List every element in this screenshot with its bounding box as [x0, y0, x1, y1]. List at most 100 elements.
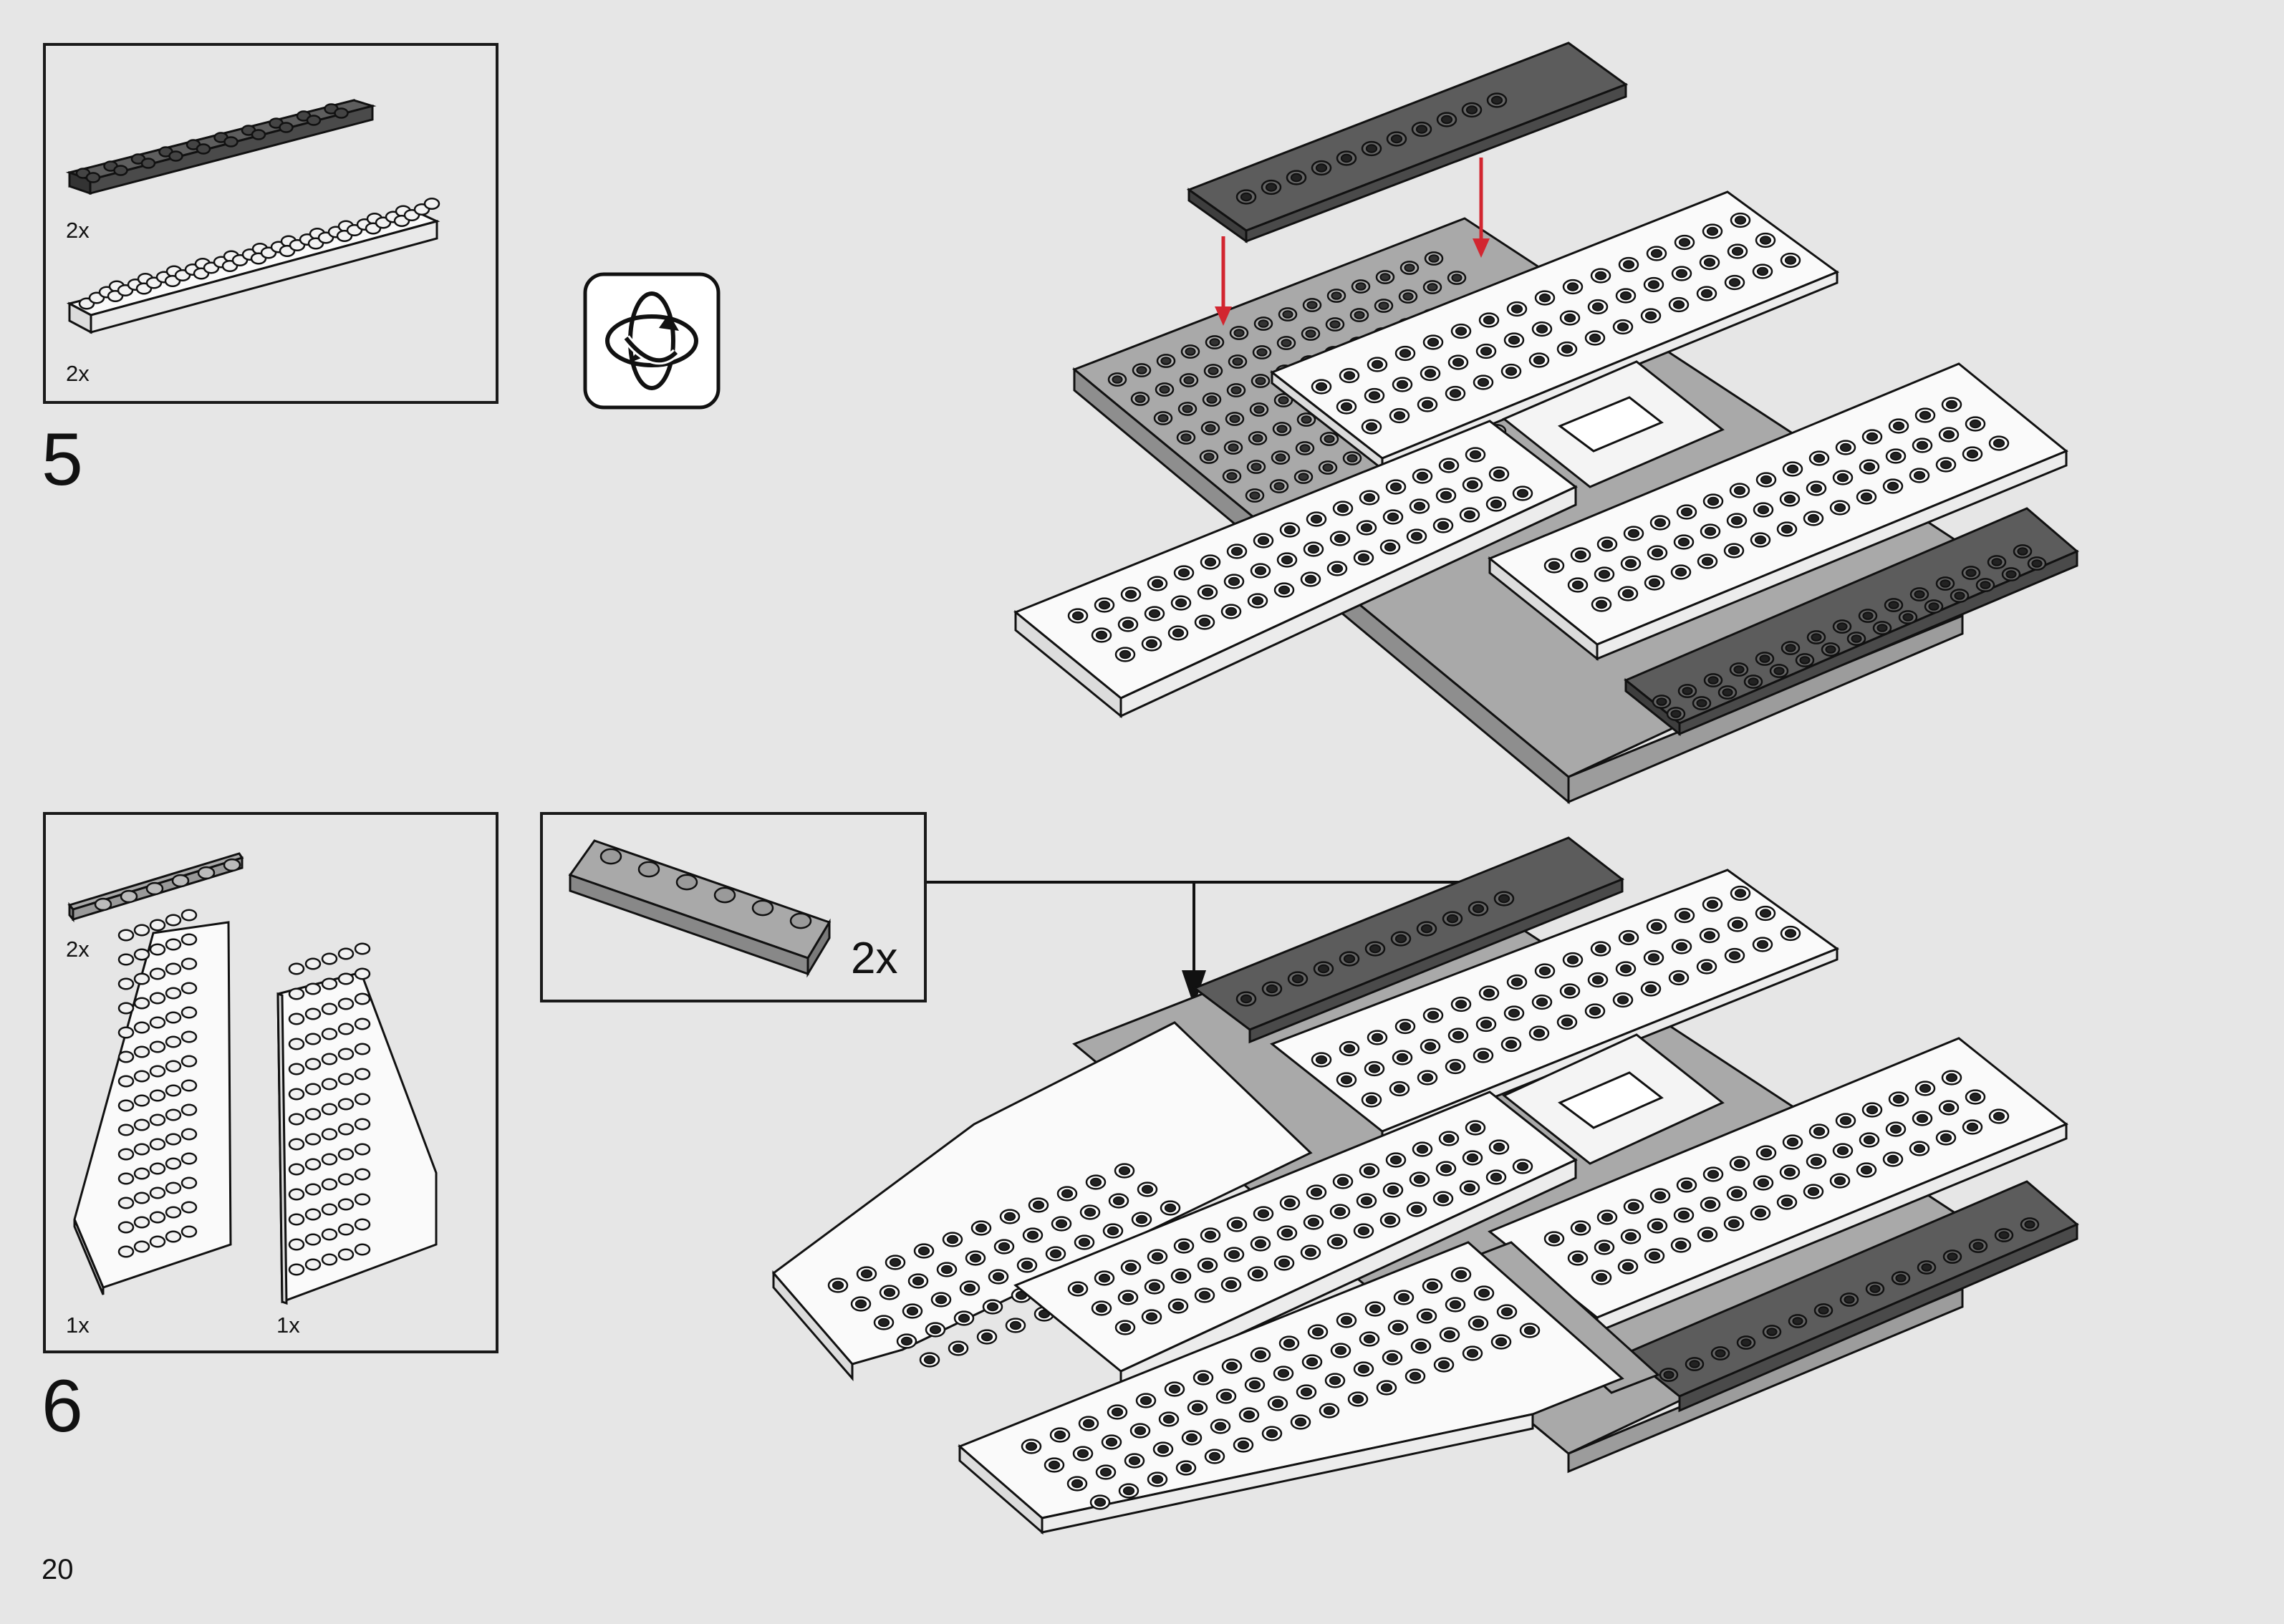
stud-hole	[1197, 1373, 1210, 1383]
stud-hole	[1451, 274, 1463, 282]
stud-hole	[1343, 1044, 1356, 1053]
stud-hole	[1442, 1134, 1455, 1144]
stud-hole	[1757, 1178, 1770, 1188]
stud-hole	[1945, 400, 1958, 410]
stud	[133, 1021, 150, 1034]
stud-hole	[1145, 1312, 1158, 1322]
stud-hole	[1413, 501, 1426, 511]
stud-hole	[1228, 576, 1240, 586]
stud-hole	[1387, 512, 1399, 522]
stud-hole	[1773, 667, 1785, 675]
stud-hole	[1781, 524, 1793, 534]
stud	[713, 886, 736, 904]
stud	[149, 1211, 166, 1224]
stud-hole	[1566, 955, 1579, 965]
stud	[149, 1065, 166, 1078]
stud-hole	[1003, 1212, 1016, 1222]
stud-hole	[1759, 236, 1772, 245]
stud-hole	[1049, 1249, 1062, 1259]
stud	[354, 1143, 371, 1156]
stud	[354, 1068, 371, 1081]
stud	[675, 874, 698, 891]
stud	[337, 1073, 355, 1086]
stud	[133, 1143, 150, 1156]
stud-hole	[1157, 1444, 1170, 1454]
stud-hole	[1972, 1242, 1984, 1250]
stud-hole	[1025, 1441, 1038, 1451]
stud-hole	[1134, 1426, 1147, 1436]
stud-hole	[1363, 1166, 1376, 1176]
stud-hole	[1707, 496, 1720, 506]
stud-hole	[1505, 367, 1518, 376]
stud-hole	[1440, 490, 1452, 501]
stud-hole	[1254, 566, 1267, 576]
stud-hole	[1404, 264, 1415, 272]
stud-hole	[1678, 238, 1691, 247]
stud-hole	[1360, 523, 1373, 533]
stud-hole	[1365, 1095, 1378, 1105]
stud-hole	[1728, 546, 1740, 556]
stud-hole	[1966, 449, 1979, 459]
stud-hole	[917, 1246, 930, 1256]
stud	[321, 1028, 338, 1040]
stud-hole	[1251, 596, 1264, 606]
stud	[288, 1188, 305, 1201]
stud-hole	[1253, 405, 1265, 414]
stud-hole	[1966, 1122, 1979, 1132]
stud-hole	[1807, 1186, 1820, 1197]
stud	[117, 1026, 135, 1039]
stud	[321, 1153, 338, 1166]
stud-hole	[1786, 464, 1799, 474]
stud	[789, 912, 812, 929]
stud-hole	[1472, 904, 1485, 914]
stud-hole	[1305, 329, 1316, 338]
stud-hole	[1396, 380, 1409, 390]
stud	[321, 977, 338, 990]
step5-placement-arrows	[1215, 158, 1490, 326]
stud-hole	[1177, 1241, 1190, 1251]
stud-hole	[1466, 1153, 1479, 1163]
stud-hole	[1351, 1394, 1364, 1404]
stud-hole	[1048, 1460, 1061, 1470]
stud-hole	[1363, 1334, 1376, 1344]
stud-hole	[1357, 553, 1370, 563]
stud-hole	[1563, 313, 1576, 323]
stud-hole	[1993, 1111, 2005, 1121]
stud-hole	[1493, 469, 1505, 479]
stud-hole	[1322, 463, 1334, 472]
stud-hole	[940, 1265, 953, 1275]
step5-parts-drawing	[65, 99, 440, 334]
stud	[165, 987, 182, 1000]
stud-hole	[1965, 569, 1977, 577]
stud-hole	[1836, 1146, 1849, 1156]
stud-hole	[1591, 975, 1604, 985]
stud-hole	[1538, 293, 1551, 303]
stud-hole	[1654, 518, 1667, 528]
stud-hole	[1265, 183, 1278, 192]
stud-hole	[1355, 282, 1367, 291]
stud-hole	[1477, 377, 1490, 387]
stud-hole	[1627, 1202, 1640, 1212]
stud-hole	[1500, 1307, 1513, 1317]
stud-hole	[1670, 710, 1682, 718]
stud-hole	[1703, 258, 1716, 267]
stud-hole	[1021, 1260, 1033, 1270]
stud	[354, 1043, 371, 1055]
stud-hole	[1304, 1247, 1317, 1257]
stud-hole	[1892, 1094, 1905, 1104]
stud-hole	[877, 1318, 890, 1328]
stud-hole	[1766, 1328, 1778, 1336]
stud-hole	[1947, 1252, 1958, 1261]
stud-hole	[1427, 1010, 1440, 1020]
stud	[149, 1016, 166, 1029]
stud	[304, 1233, 322, 1246]
stud-hole	[1888, 601, 1899, 609]
stud-hole	[1563, 986, 1576, 996]
stud	[180, 1055, 198, 1068]
stud-hole	[1257, 1209, 1270, 1219]
stud	[180, 1201, 198, 1214]
stud-hole	[1533, 355, 1546, 365]
stud	[304, 1058, 322, 1070]
stud-hole	[1251, 463, 1262, 471]
stud-hole	[1300, 1387, 1313, 1397]
